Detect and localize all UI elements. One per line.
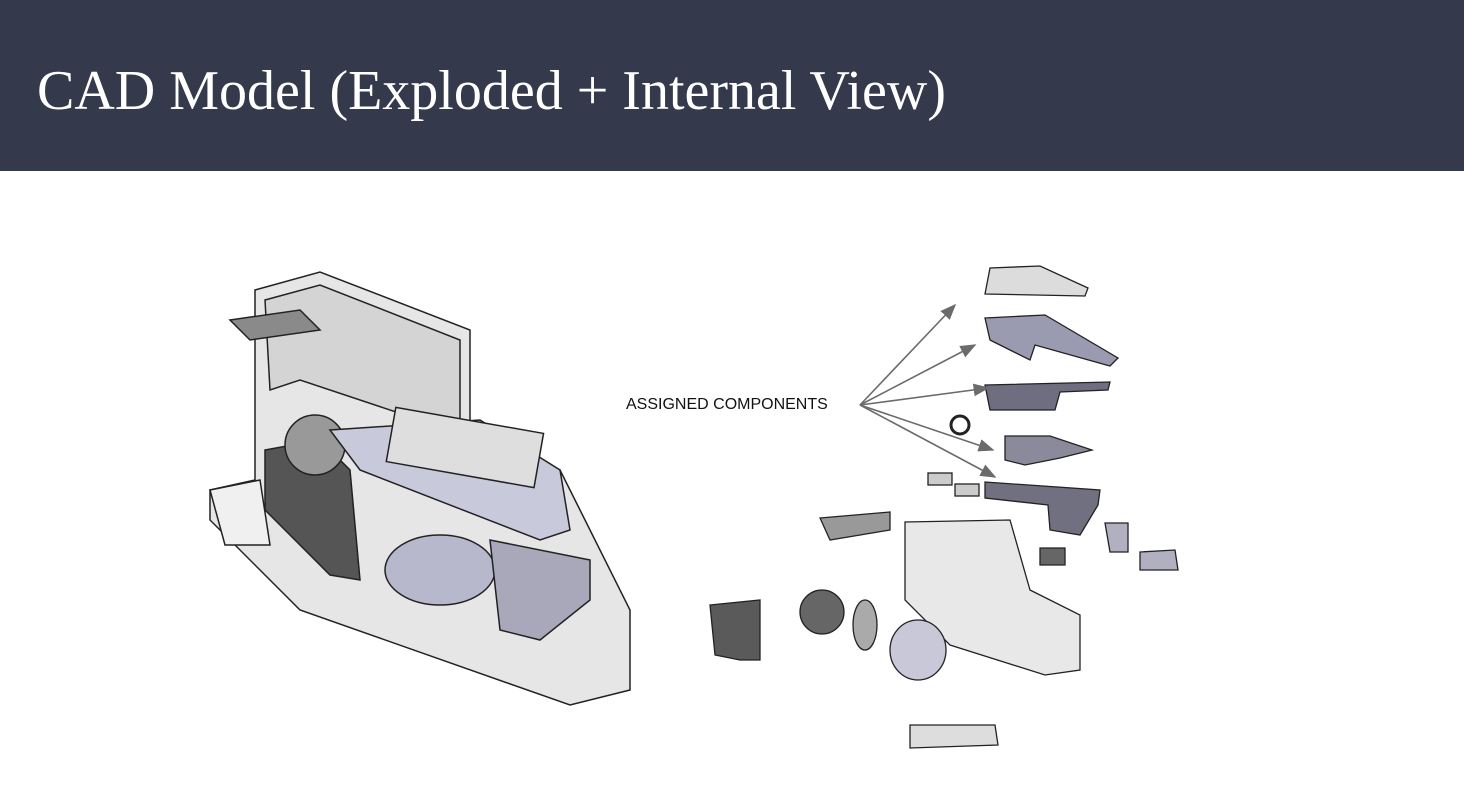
arrow-to-top-cap xyxy=(859,303,957,406)
part-rail xyxy=(984,481,1101,536)
top-pad xyxy=(228,309,322,341)
arrow-to-clip xyxy=(859,404,995,452)
arrow-to-rail xyxy=(859,404,997,478)
assigned-components-label: ASSIGNED COMPONENTS xyxy=(626,396,828,413)
arrow-to-frame xyxy=(859,383,990,406)
part-ring xyxy=(949,414,971,436)
part-small-2 xyxy=(954,483,980,497)
part-latch-1 xyxy=(1104,522,1129,553)
part-frame xyxy=(984,381,1111,411)
part-housing xyxy=(904,519,1081,676)
part-top-cap xyxy=(984,265,1089,297)
left-base xyxy=(209,479,271,546)
part-clip xyxy=(1004,435,1095,466)
part-gear xyxy=(799,589,845,635)
slide-title: CAD Model (Exploded + Internal View) xyxy=(37,60,946,122)
arrow-to-lever xyxy=(859,344,977,406)
part-plate xyxy=(709,599,761,661)
button-block xyxy=(385,406,545,489)
part-motor xyxy=(889,619,947,681)
part-block xyxy=(1039,547,1066,566)
bracket xyxy=(489,539,591,641)
part-spring-block xyxy=(819,511,891,541)
part-bottom-tray xyxy=(909,724,999,749)
part-small-1 xyxy=(927,472,953,486)
part-latch-2 xyxy=(1139,549,1179,571)
slide-header: CAD Model (Exploded + Internal View) xyxy=(0,0,1464,171)
part-lever xyxy=(984,314,1120,367)
part-washer xyxy=(852,599,878,651)
